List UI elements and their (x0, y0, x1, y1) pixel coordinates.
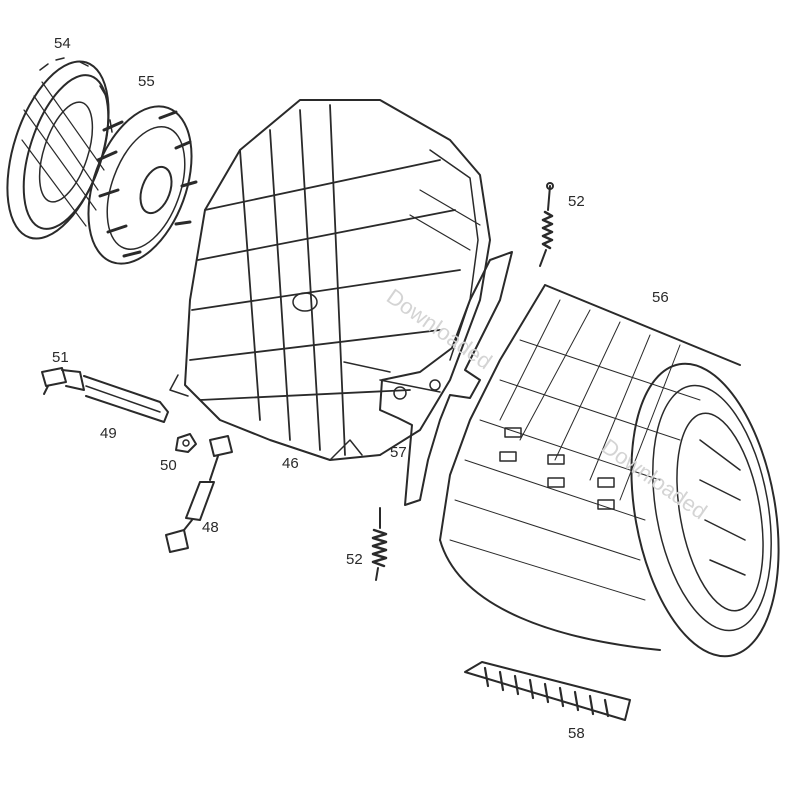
part-52-spring-top (539, 182, 554, 267)
callout-50: 50 (160, 457, 177, 474)
part-52-spring-bottom (371, 507, 388, 581)
callout-56: 56 (652, 289, 669, 306)
part-48-damper (165, 435, 233, 553)
callout-54: 54 (54, 35, 71, 52)
callout-58: 58 (568, 725, 585, 742)
part-57-drum-spider (343, 251, 513, 506)
part-46-outer-tub (169, 99, 491, 461)
watermark-group: Downloaded Downloaded (382, 284, 712, 525)
part-56-inner-drum (439, 284, 780, 658)
callout-49: 49 (100, 425, 117, 442)
part-51-49-heater (41, 367, 169, 423)
part-54-drum-pulley (6, 57, 113, 240)
part-50-nut (175, 433, 197, 453)
callout-48: 48 (202, 519, 219, 536)
callout-55: 55 (138, 73, 155, 90)
callout-51: 51 (52, 349, 69, 366)
callout-57: 57 (390, 444, 407, 461)
callout-52-top: 52 (568, 193, 585, 210)
callout-52-bottom: 52 (346, 551, 363, 568)
part-55-motor-rotor (87, 105, 198, 265)
callout-46: 46 (282, 455, 299, 472)
part-58-strip (464, 661, 631, 721)
